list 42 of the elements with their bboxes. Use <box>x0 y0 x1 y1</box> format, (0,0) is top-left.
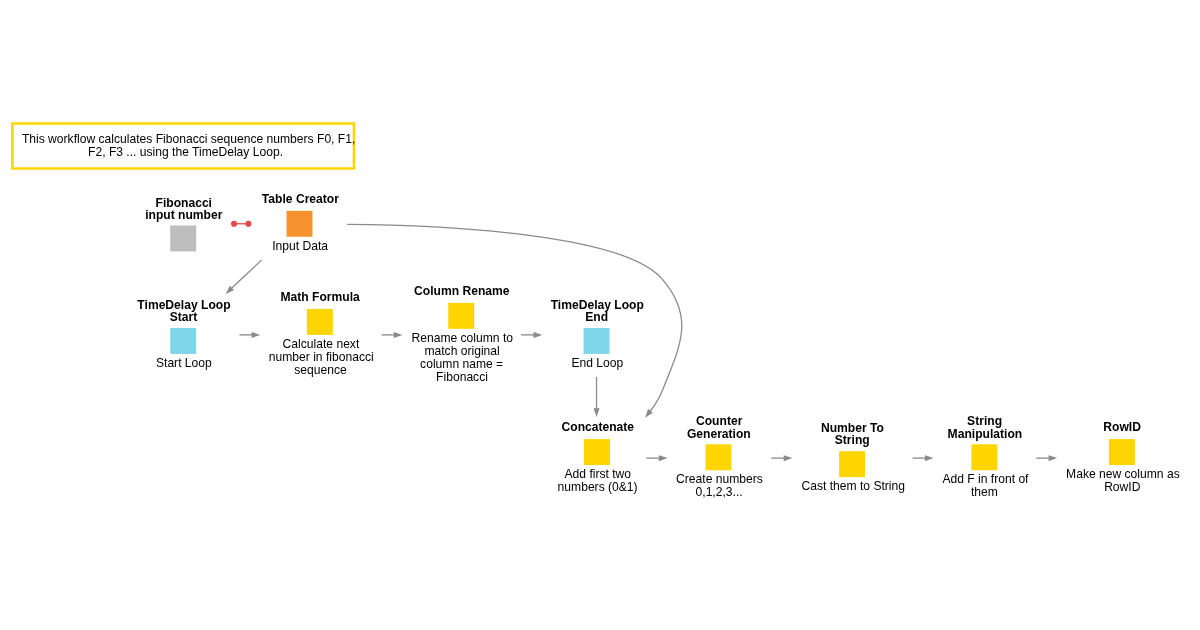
node-label: Math Formula <box>280 290 360 305</box>
node-label: Concatenate <box>561 420 635 435</box>
node-label: Calculate next number in fibonacci sequence <box>268 337 374 377</box>
arrow <box>520 331 543 338</box>
node-label: End Loop <box>571 356 624 371</box>
node-label: Create numbers 0,1,2,3... <box>676 472 763 500</box>
node-label: TimeDelay Loop End <box>550 298 644 325</box>
arrow <box>238 331 261 338</box>
node-box <box>448 302 475 329</box>
node-label: Rename column to match original column name = Fibonacci <box>411 330 513 384</box>
node-label: Make new column as RowID <box>1066 467 1180 495</box>
node-box <box>286 210 313 237</box>
node-label: Counter Generation <box>686 414 751 441</box>
node-label: Cast them to String <box>801 479 905 494</box>
node-label: Add first two numbers (0&1) <box>557 467 638 495</box>
arrow <box>645 455 668 462</box>
arrow <box>593 376 600 417</box>
arrow <box>380 331 403 338</box>
node-label: Start Loop <box>155 356 212 371</box>
arrow <box>346 223 683 418</box>
node-box <box>705 444 732 471</box>
node-box <box>170 225 197 252</box>
node-label: Add F in front of them <box>942 472 1029 500</box>
node-box <box>971 444 998 471</box>
node-label: Table Creator <box>261 192 339 207</box>
node-label: Number To String <box>820 421 884 448</box>
node-label: RowID <box>1103 420 1141 435</box>
arrow <box>1035 455 1058 462</box>
arrow <box>770 455 793 462</box>
arrow <box>911 455 934 462</box>
node-label: TimeDelay Loop Start <box>137 298 231 325</box>
node-box <box>1108 439 1135 466</box>
node-box <box>584 439 610 466</box>
node-box <box>583 327 610 354</box>
node-label: Fibonacci input number <box>145 195 223 222</box>
node-label: String Manipulation <box>947 414 1023 441</box>
node-label: Input Data <box>272 238 329 253</box>
arrow <box>225 259 263 294</box>
node-box <box>839 451 866 478</box>
node-box <box>170 327 197 354</box>
node-label: Column Rename <box>414 284 510 299</box>
node-box <box>306 308 333 335</box>
